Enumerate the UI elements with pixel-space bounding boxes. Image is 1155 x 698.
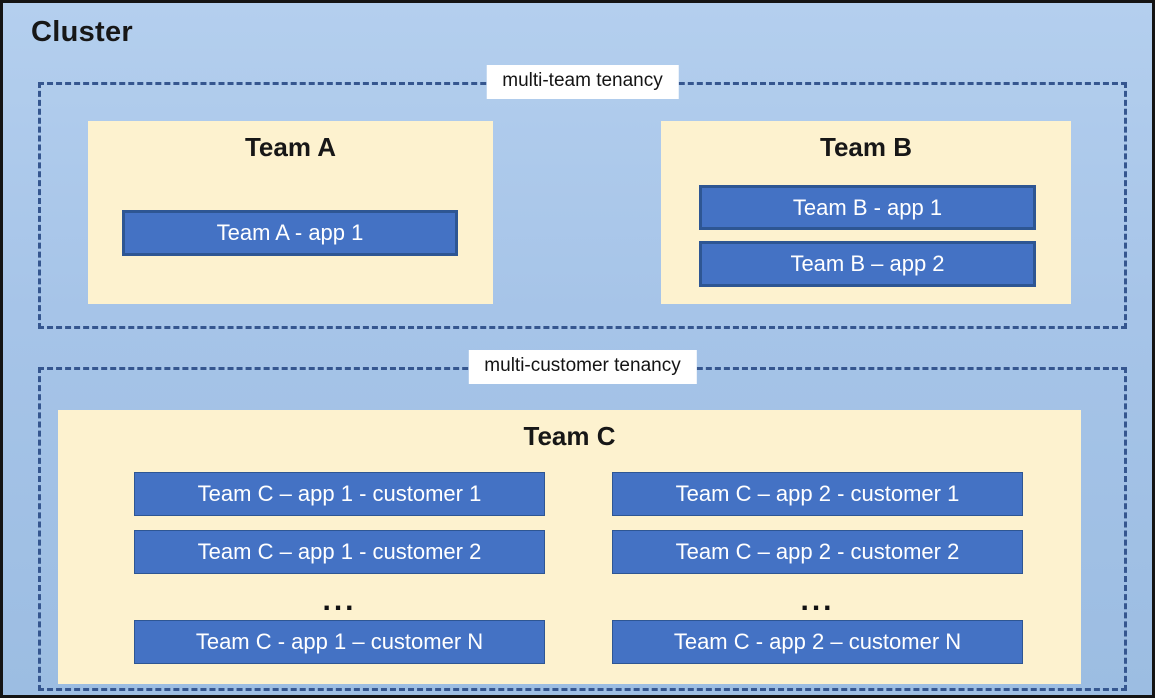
team-c-app2-column: Team C – app 2 - customer 1 Team C – app… <box>612 472 1023 678</box>
team-a-box: Team A Team A - app 1 <box>88 121 493 304</box>
team-c-app1-customer2-box: Team C – app 1 - customer 2 <box>134 530 545 574</box>
team-c-app2-ellipsis: ... <box>800 584 835 617</box>
team-a-app-1-box: Team A - app 1 <box>122 210 458 256</box>
team-c-title: Team C <box>523 421 616 451</box>
team-c-app1-customer1-box: Team C – app 1 - customer 1 <box>134 472 545 516</box>
team-b-title: Team B <box>820 132 912 162</box>
multi-customer-tenancy-group: multi-customer tenancy Team C Team C – a… <box>38 350 1127 691</box>
team-c-app2-customer2-box: Team C – app 2 - customer 2 <box>612 530 1023 574</box>
team-c-app2-customerN-box: Team C - app 2 – customer N <box>612 620 1023 664</box>
team-c-app2-customer1-box: Team C – app 2 - customer 1 <box>612 472 1023 516</box>
team-b-app-2-box: Team B – app 2 <box>699 241 1036 287</box>
team-c-box: Team C Team C – app 1 - customer 1 Team … <box>58 410 1081 684</box>
team-a-title: Team A <box>244 132 337 162</box>
team-c-app1-customerN-box: Team C - app 1 – customer N <box>134 620 545 664</box>
multi-team-tenancy-label: multi-team tenancy <box>486 65 679 99</box>
cluster-title: Cluster <box>31 16 134 48</box>
team-b-app-1-box: Team B - app 1 <box>699 185 1036 230</box>
team-b-box: Team B Team B - app 1 Team B – app 2 <box>661 121 1071 304</box>
multi-team-tenancy-group: multi-team tenancy Team A Team A - app 1… <box>38 65 1127 329</box>
team-c-app1-column: Team C – app 1 - customer 1 Team C – app… <box>134 472 545 678</box>
team-c-app1-ellipsis: ... <box>322 584 357 617</box>
multi-customer-tenancy-label: multi-customer tenancy <box>468 350 697 384</box>
